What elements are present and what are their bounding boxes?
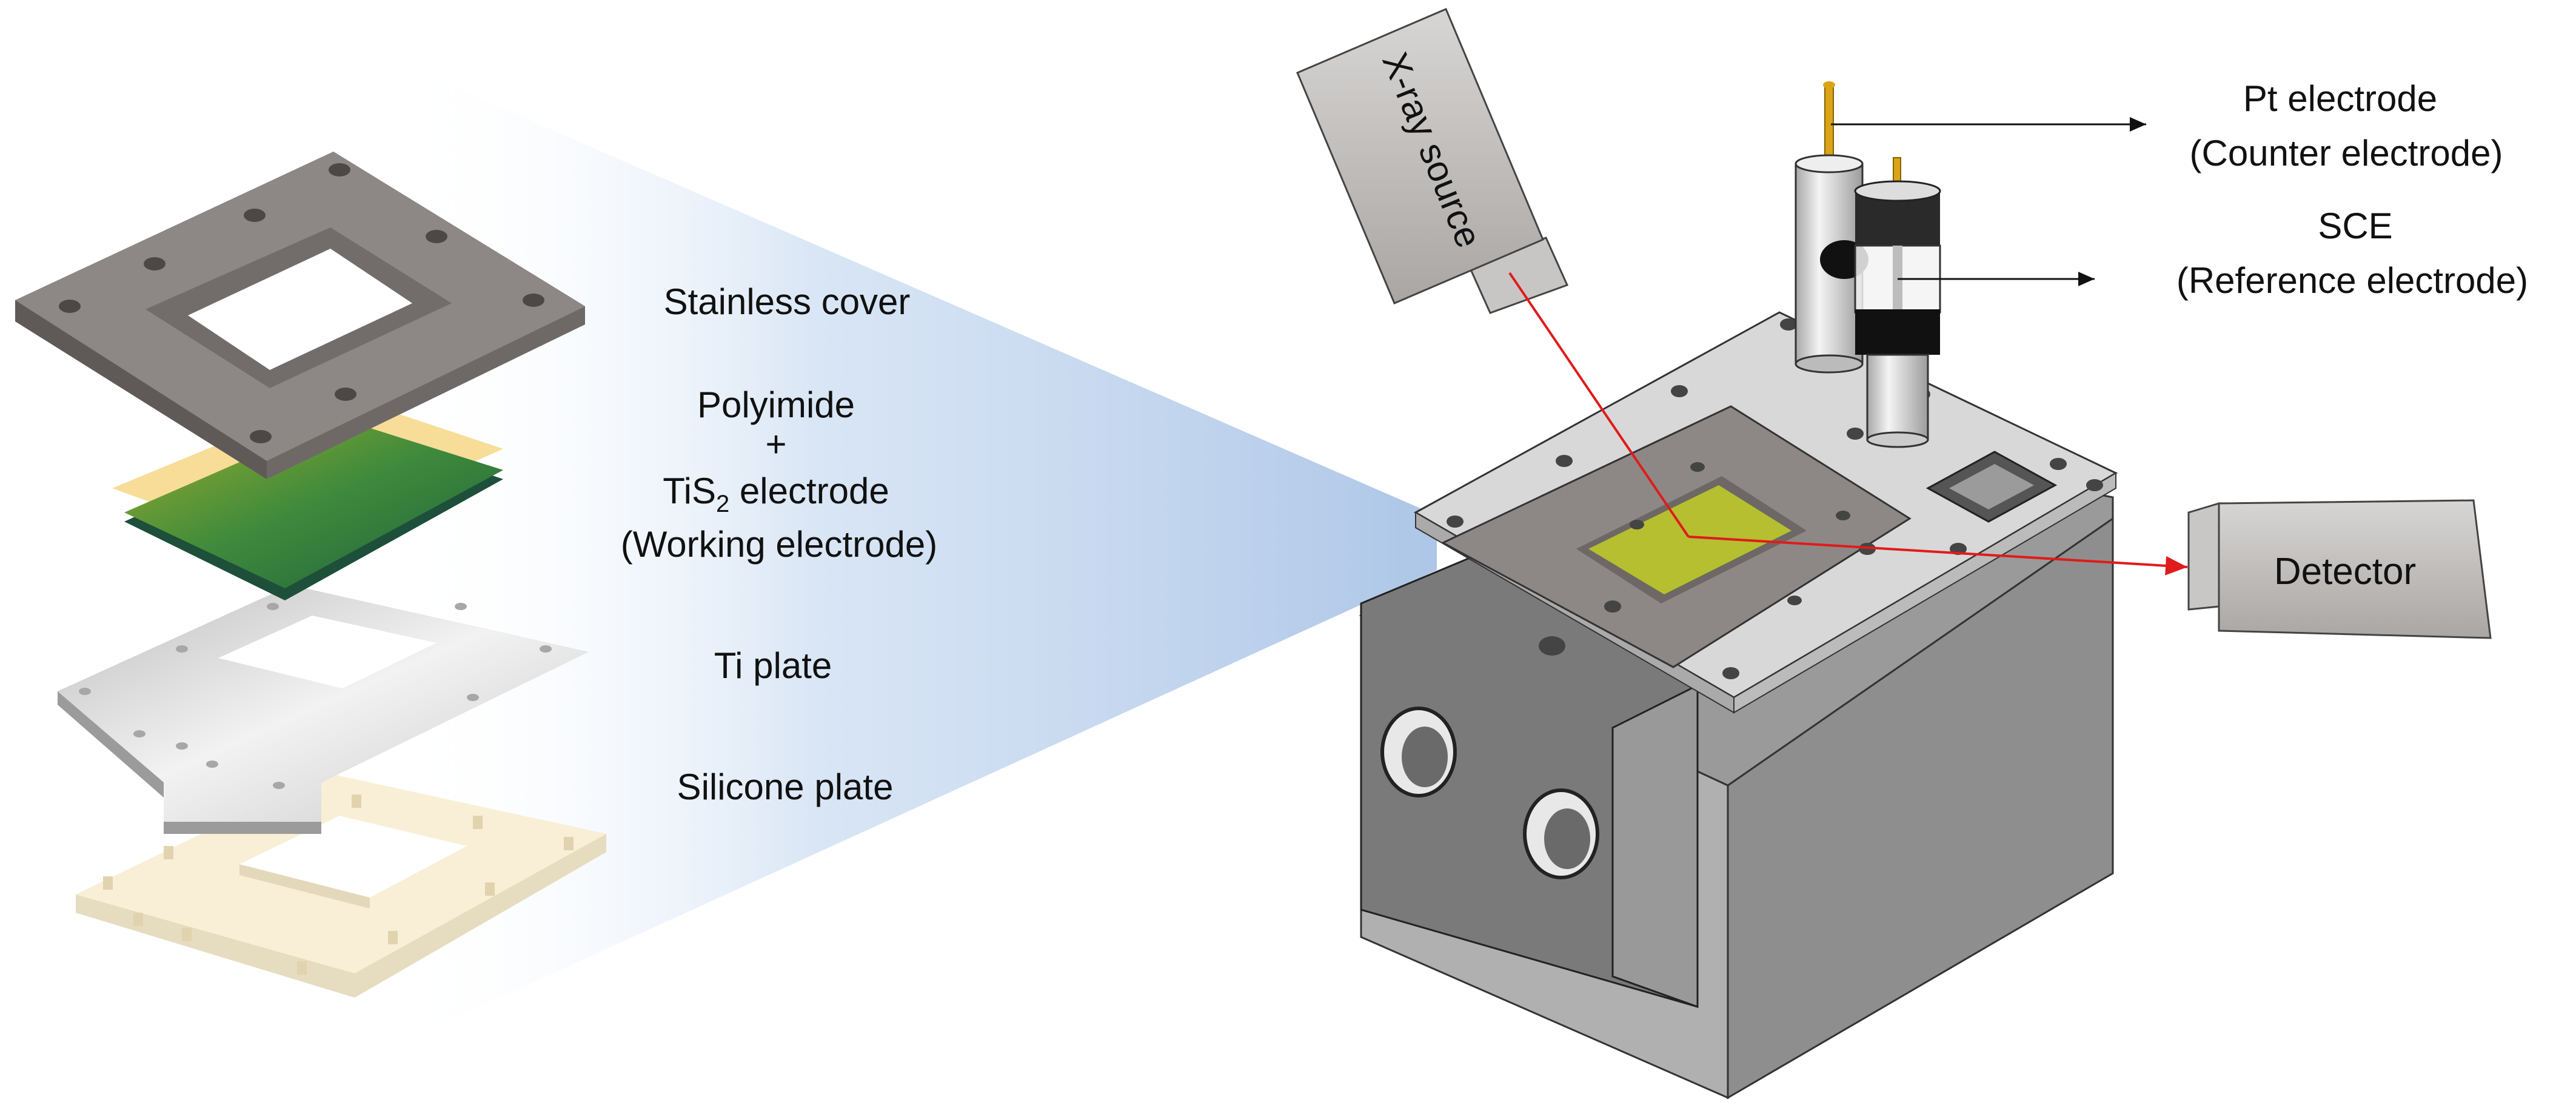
electrochemical-cell-icon bbox=[1359, 311, 2118, 1100]
polyimide-tis2-electrode bbox=[112, 394, 503, 600]
ti-plate bbox=[58, 585, 588, 834]
tis2-suffix: electrode bbox=[729, 471, 889, 511]
projection-highlight bbox=[400, 64, 1437, 1043]
xray-beam bbox=[1508, 272, 2188, 576]
tis2-prefix: TiS bbox=[663, 471, 716, 511]
label-tis2-electrode: TiS2 electrode bbox=[663, 471, 889, 517]
stainless-cover bbox=[15, 152, 585, 479]
label-pt-electrode: Pt electrode bbox=[2243, 78, 2437, 119]
xray-source-icon: X-ray source bbox=[1296, 8, 1569, 314]
label-working-electrode: (Working electrode) bbox=[621, 524, 937, 565]
detector-icon: Detector bbox=[2187, 499, 2492, 639]
label-sce: SCE bbox=[2318, 206, 2392, 246]
label-detector: Detector bbox=[2274, 551, 2416, 593]
silicone-plate bbox=[76, 773, 606, 998]
label-plus: + bbox=[765, 424, 786, 465]
label-stainless-cover: Stainless cover bbox=[664, 281, 911, 322]
label-reference-electrode: (Reference electrode) bbox=[2176, 260, 2528, 301]
sce-electrode bbox=[1854, 157, 1941, 448]
label-ti-plate: Ti plate bbox=[714, 645, 832, 686]
label-counter-electrode: (Counter electrode) bbox=[2190, 133, 2503, 173]
label-silicone-plate: Silicone plate bbox=[677, 767, 894, 807]
label-polyimide: Polyimide bbox=[697, 385, 855, 425]
tis2-subscript: 2 bbox=[716, 491, 729, 517]
